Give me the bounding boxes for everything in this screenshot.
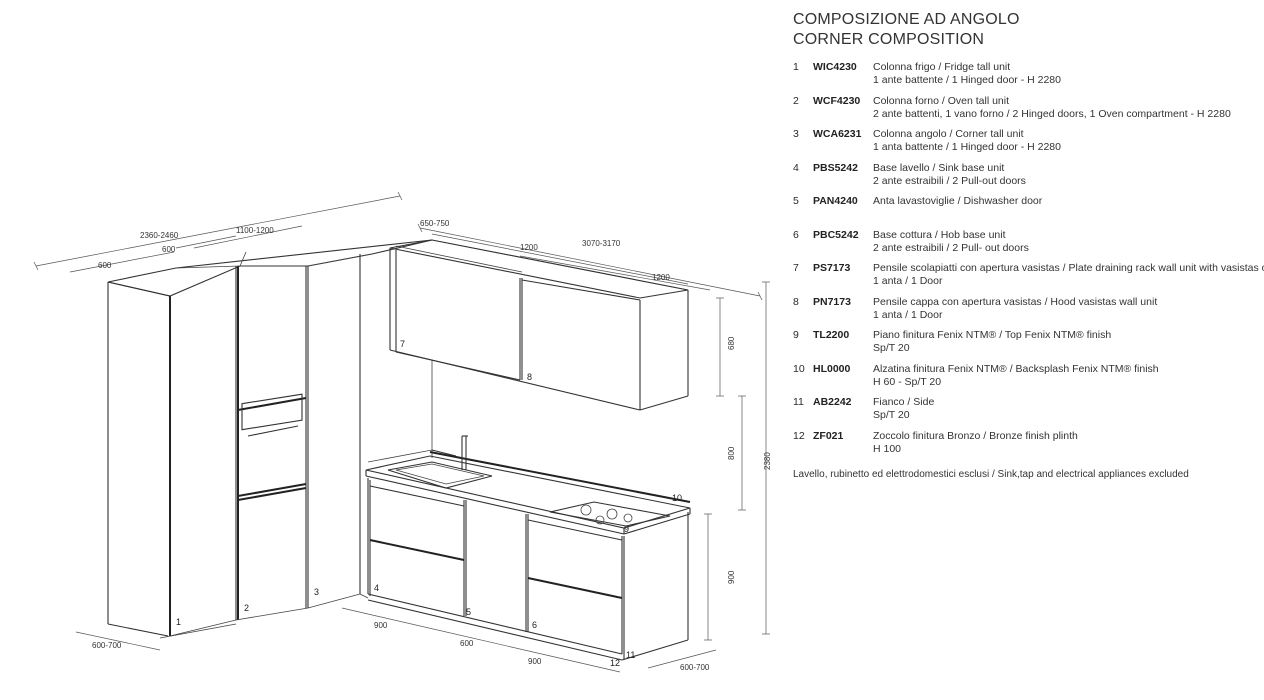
dimension-labels: 2360-2460 1100-1200 600 600 650-750 1200… (92, 219, 772, 672)
item-description: Piano finitura Fenix NTM® / Top Fenix NT… (873, 329, 1112, 354)
marker-9: 9 (624, 524, 629, 534)
kitchen-drawing: 2360-2460 1100-1200 600 600 650-750 1200… (0, 0, 772, 700)
item-code: WCF4230 (813, 94, 861, 107)
dim-680: 680 (727, 336, 736, 350)
item-code: AB2242 (813, 396, 852, 408)
item-code: WCA6231 (813, 128, 862, 140)
marker-12: 12 (610, 658, 620, 668)
marker-7: 7 (400, 339, 405, 349)
marker-10: 10 (672, 493, 682, 503)
item-code: PN7173 (813, 295, 851, 308)
wall-units (390, 240, 688, 410)
dim-650-750: 650-750 (420, 219, 450, 228)
item-code: ZF021 (813, 429, 844, 442)
item-number: 8 (793, 295, 799, 308)
base-units (360, 436, 690, 660)
list-item: 9 TL2200 Piano finitura Fenix NTM® / Top… (793, 329, 1263, 363)
list-item: 8 PN7173 Pensile cappa con apertura vasi… (793, 296, 1263, 330)
item-number: 6 (793, 228, 799, 241)
dim-1100-1200: 1100-1200 (236, 226, 274, 235)
marker-4: 4 (374, 583, 379, 593)
list-item: 12 ZF021 Zoccolo finitura Bronzo / Bronz… (793, 430, 1263, 464)
item-number: 2 (793, 94, 799, 107)
dim-1200-right: 1200 (652, 273, 670, 282)
item-code: HL0000 (813, 362, 851, 375)
item-number: 11 (793, 396, 804, 408)
item-number: 10 (793, 362, 805, 375)
item-number: 1 (793, 61, 799, 73)
tall-units (108, 240, 432, 638)
item-description: Anta lavastoviglie / Dishwasher door (873, 195, 1043, 207)
dim-600-left: 600 (98, 261, 112, 270)
item-number: 9 (793, 329, 799, 341)
exclusion-note: Lavello, rubinetto ed elettrodomestici e… (793, 469, 1189, 480)
marker-1: 1 (176, 617, 181, 627)
list-item: 5 PAN4240 Anta lavastoviglie / Dishwashe… (793, 195, 1263, 229)
list-item: 10 HL0000 Alzatina finitura Fenix NTM® /… (793, 363, 1263, 397)
item-description: Alzatina finitura Fenix NTM® / Backsplas… (873, 362, 1159, 388)
dimension-lines (34, 192, 770, 672)
position-markers: 1 2 3 4 5 6 7 8 9 10 11 12 (176, 339, 682, 668)
dim-900-vertical: 900 (727, 570, 736, 584)
composition-legend: COMPOSIZIONE AD ANGOLO CORNER COMPOSITIO… (793, 10, 1264, 480)
marker-8: 8 (527, 372, 532, 382)
dim-600-bottom: 600 (460, 639, 474, 648)
marker-3: 3 (314, 587, 319, 597)
dim-900-a: 900 (374, 621, 388, 630)
item-number: 7 (793, 262, 799, 274)
dim-600-700-right: 600-700 (680, 663, 710, 672)
item-number: 4 (793, 161, 799, 174)
item-description: Zoccolo finitura Bronzo / Bronze finish … (873, 429, 1078, 455)
dim-600-top: 600 (162, 245, 176, 254)
item-code: TL2200 (813, 329, 850, 341)
item-description: Pensile scolapiatti con apertura vasista… (873, 262, 1264, 287)
item-description: Pensile cappa con apertura vasistas / Ho… (873, 295, 1158, 321)
item-number: 5 (793, 195, 799, 207)
dim-2360-2460: 2360-2460 (140, 231, 179, 240)
dim-800: 800 (727, 446, 736, 460)
title-italian: COMPOSIZIONE AD ANGOLO (793, 11, 1020, 28)
item-number: 3 (793, 128, 799, 140)
marker-6: 6 (532, 620, 537, 630)
list-item: 2 WCF4230 Colonna forno / Oven tall unit… (793, 95, 1263, 129)
dim-600-700-left: 600-700 (92, 641, 122, 650)
marker-5: 5 (466, 607, 471, 617)
dim-3070-3170: 3070-3170 (582, 239, 621, 248)
dim-2380: 2380 (763, 452, 772, 470)
dim-900-b: 900 (528, 657, 542, 666)
dim-1200-top: 1200 (520, 243, 538, 252)
list-item: 7 PS7173 Pensile scolapiatti con apertur… (793, 262, 1264, 296)
item-code: PBC5242 (813, 228, 859, 241)
title-english: CORNER COMPOSITION (793, 31, 985, 48)
list-item: 3 WCA6231 Colonna angolo / Corner tall u… (793, 128, 1263, 162)
item-code: WIC4230 (813, 61, 857, 73)
item-code: PS7173 (813, 262, 851, 274)
list-item: 1 WIC4230 Colonna frigo / Fridge tall un… (793, 61, 1263, 95)
item-code: PAN4240 (813, 195, 858, 207)
item-code: PBS5242 (813, 161, 858, 174)
marker-11: 11 (626, 650, 635, 660)
item-number: 12 (793, 429, 805, 442)
item-list: 1 WIC4230 Colonna frigo / Fridge tall un… (793, 61, 1264, 464)
marker-2: 2 (244, 603, 249, 613)
